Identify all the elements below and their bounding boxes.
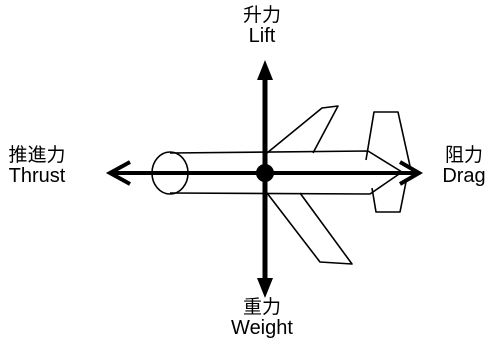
drag-label: 阻力 Drag xyxy=(432,144,496,187)
weight-label: 重力 Weight xyxy=(220,296,304,339)
weight-label-en: Weight xyxy=(231,316,293,339)
thrust-label: 推進力 Thrust xyxy=(0,144,74,187)
upper-tail-fin xyxy=(365,111,411,167)
weight-label-zh: 重力 xyxy=(242,296,281,318)
center-of-gravity-dot xyxy=(256,164,274,182)
drag-arrowhead xyxy=(398,160,423,186)
thrust-label-zh: 推進力 xyxy=(8,144,66,166)
thrust-arrowhead xyxy=(105,160,131,186)
lift-arrowhead xyxy=(257,60,273,80)
lift-label: 升力 Lift xyxy=(226,4,298,47)
lower-tail-fin xyxy=(371,181,407,213)
lift-label-en: Lift xyxy=(248,24,276,47)
aircraft-outline xyxy=(151,105,411,265)
lift-label-zh: 升力 xyxy=(242,4,281,26)
lower-wing xyxy=(266,192,353,265)
drag-label-en: Drag xyxy=(442,164,486,187)
weight-arrowhead xyxy=(257,278,273,298)
thrust-label-en: Thrust xyxy=(8,164,66,187)
drag-label-zh: 阻力 xyxy=(444,144,483,166)
upper-wing xyxy=(266,105,339,154)
